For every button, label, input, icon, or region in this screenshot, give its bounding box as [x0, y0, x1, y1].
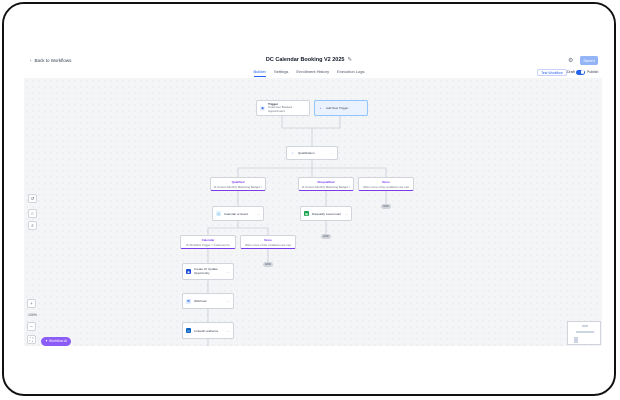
- page-title: DC Calendar Booking V2 2025✎: [4, 57, 614, 63]
- trigger-subtitle: Customer Booked Appointment: [268, 105, 293, 113]
- workflow-canvas[interactable]: ▣ Trigger Customer Booked Appointment + …: [24, 78, 602, 346]
- end-badge: END: [263, 262, 273, 267]
- branch-title: Qualified: [231, 180, 245, 184]
- clock-icon: ◷: [216, 211, 221, 216]
- branch-disqualified[interactable]: Disqualified IF Current Monthly Marketin…: [298, 177, 354, 191]
- more-icon[interactable]: ⋯: [345, 211, 348, 216]
- tab-execution-logs[interactable]: Execution Logs: [337, 69, 365, 74]
- zoom-level: 100%: [28, 313, 37, 317]
- opportunity-node[interactable]: ◉ Create Or Update Opportunity ⋯: [182, 263, 234, 280]
- minimap-node: [582, 325, 588, 327]
- back-link[interactable]: ‹ Back to Workflows: [30, 58, 71, 63]
- tab-builder[interactable]: Builder: [253, 69, 266, 77]
- more-icon[interactable]: ⋯: [331, 151, 334, 155]
- trigger-text: Trigger Customer Booked Appointment: [268, 101, 306, 114]
- top-bar: ‹ Back to Workflows DC Calendar Booking …: [4, 4, 614, 79]
- workflow-ai-label: Workflow AI: [48, 339, 68, 343]
- more-icon[interactable]: ⋯: [257, 211, 260, 216]
- linkedin-node[interactable]: in LinkedIn audience ⋯: [182, 322, 234, 339]
- branch-desc: When none of the conditions are met: [363, 185, 409, 189]
- workflow-title: DC Calendar Booking V2 2025: [265, 57, 345, 63]
- step-label: Create Or Update Opportunity: [194, 266, 218, 275]
- add-trigger-label: Add New Trigger: [326, 106, 349, 110]
- fit-view-button[interactable]: ⛶: [27, 335, 36, 344]
- branch-title: None: [264, 238, 272, 242]
- calendar-icon: ▣: [260, 105, 265, 111]
- search-icon[interactable]: ⌕: [28, 221, 37, 230]
- edit-pencil-icon[interactable]: ✎: [347, 57, 353, 63]
- linkedin-icon: in: [186, 328, 191, 333]
- zoom-in-button[interactable]: +: [27, 299, 36, 308]
- window-frame: ‹ Back to Workflows DC Calendar Booking …: [2, 2, 616, 396]
- add-trigger-node[interactable]: + Add New Trigger: [314, 100, 368, 116]
- more-icon[interactable]: ⋯: [227, 328, 230, 333]
- branch-qualified[interactable]: Qualified IF Current Monthly Marketing B…: [210, 177, 266, 191]
- more-icon[interactable]: ⋯: [227, 299, 230, 303]
- branch-icon: ⑂: [291, 151, 294, 155]
- test-workflow-button[interactable]: Test Workflow: [537, 69, 567, 76]
- minimap-node: [574, 337, 578, 343]
- minimap-node: [576, 331, 594, 333]
- step-label: Webhook: [194, 299, 207, 303]
- calendar-event-node[interactable]: ◷ Calendar or Event ⋯: [212, 206, 264, 221]
- sheet-icon: ▦: [304, 211, 309, 216]
- branch-title: Calendar: [201, 238, 215, 242]
- history-icon[interactable]: ↺: [28, 194, 37, 203]
- branch-none[interactable]: None When none of the conditions are met: [358, 177, 414, 191]
- step-label: LinkedIn audience: [194, 328, 219, 333]
- zoom-out-button[interactable]: −: [27, 322, 36, 331]
- tab-bar: Builder Settings Enrollment History Exec…: [4, 69, 614, 77]
- publish-label: Publish: [587, 70, 599, 74]
- tab-enrollment-history[interactable]: Enrollment History: [296, 69, 330, 74]
- branch-none-sub[interactable]: None When none of the conditions are met: [240, 235, 296, 249]
- branch-desc: IF Current Monthly Marketing Budget >: [213, 185, 263, 189]
- branch-title: None: [382, 180, 390, 184]
- webhook-icon: ⇄: [186, 298, 191, 304]
- disqualify-label: Disqualify Lead email: [312, 211, 341, 216]
- publish-toggle[interactable]: [576, 69, 585, 75]
- webhook-node[interactable]: ⇄ Webhook ⋯: [182, 293, 234, 309]
- qualification-node[interactable]: ⑂ Qualification ⋯: [286, 146, 338, 160]
- gear-icon[interactable]: ⚙: [568, 58, 574, 64]
- branch-desc: IF Workflow Trigger > Customer bo: [186, 243, 230, 247]
- disqualify-email-node[interactable]: ▦ Disqualify Lead email ⋯: [300, 206, 352, 221]
- branch-desc: When none of the conditions are met: [245, 243, 291, 247]
- trigger-title: Trigger: [268, 101, 279, 106]
- branch-desc: IF Current Monthly Marketing Budget <: [301, 185, 351, 189]
- end-badge: END: [381, 204, 391, 209]
- qualification-label: Qualification: [298, 151, 315, 155]
- comment-icon[interactable]: ○: [28, 209, 37, 218]
- more-icon[interactable]: ⋯: [227, 269, 230, 274]
- end-badge: END: [321, 234, 331, 239]
- plus-icon: +: [319, 106, 322, 110]
- branch-title: Disqualified: [317, 180, 335, 184]
- minimap[interactable]: [567, 321, 601, 345]
- tab-settings[interactable]: Settings: [273, 69, 289, 74]
- arrow-left-icon: ‹: [30, 58, 32, 63]
- connector-lines: [207, 116, 387, 346]
- branch-calendar[interactable]: Calendar IF Workflow Trigger > Customer …: [180, 235, 236, 249]
- back-label: Back to Workflows: [34, 58, 72, 63]
- save-button[interactable]: Saved: [580, 56, 598, 65]
- draft-label: Draft: [567, 70, 575, 74]
- trigger-node[interactable]: ▣ Trigger Customer Booked Appointment: [256, 100, 310, 116]
- sparkle-icon: ✦: [45, 339, 49, 343]
- calendar-label: Calendar or Event: [224, 211, 249, 216]
- workflow-ai-button[interactable]: ✦ Workflow AI: [41, 337, 72, 346]
- opportunity-icon: ◉: [186, 269, 191, 274]
